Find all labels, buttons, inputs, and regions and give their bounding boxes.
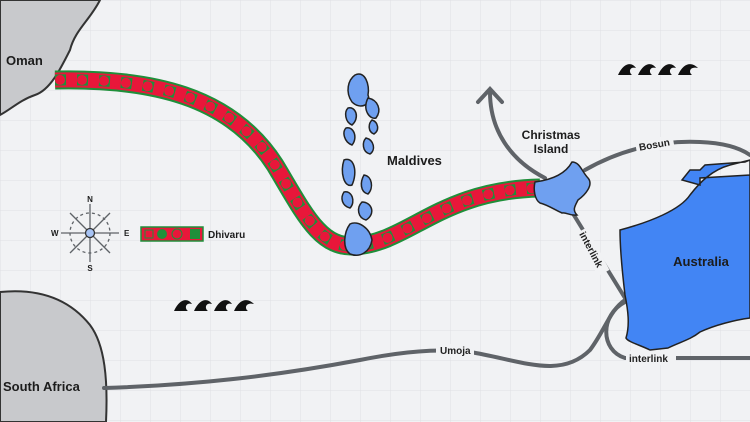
waves-icon xyxy=(174,300,254,311)
interlink-south-label: interlink xyxy=(629,354,668,365)
interlink-south-route[interactable] xyxy=(604,300,750,360)
dhivaru-cable[interactable] xyxy=(50,70,545,256)
christmas-island-landmass xyxy=(533,161,591,216)
oman-label: Oman xyxy=(6,53,43,68)
australia-landmass xyxy=(619,159,750,351)
interlink-south-label-group: interlink xyxy=(626,351,676,365)
australia-label: Australia xyxy=(673,254,729,269)
compass-w: W xyxy=(51,229,59,238)
christmas-island-label-line1: Christmas xyxy=(522,128,581,142)
maldives-islands xyxy=(341,73,380,256)
christmas-outbound-route[interactable] xyxy=(488,90,547,180)
umoja-label-group: Umoja xyxy=(436,344,474,357)
compass-e: E xyxy=(124,229,130,238)
compass-rose-icon xyxy=(61,204,119,262)
bosun-label: Bosun xyxy=(638,137,671,153)
umoja-label: Umoja xyxy=(440,346,471,357)
christmas-island-label-line2: Island xyxy=(534,142,569,156)
maldives-label: Maldives xyxy=(387,153,442,168)
oman-landmass xyxy=(0,0,102,117)
waves-icon xyxy=(618,64,698,75)
bosun-route[interactable] xyxy=(583,139,750,172)
arrow-head-icon xyxy=(476,86,504,104)
legend-dhivaru-swatch xyxy=(140,226,204,242)
bosun-label-group: Bosun xyxy=(634,134,675,155)
compass-s: S xyxy=(87,264,93,273)
south-africa-landmass xyxy=(0,290,108,422)
legend-dhivaru-label: Dhivaru xyxy=(208,230,245,241)
south-africa-label: South Africa xyxy=(3,379,81,394)
compass-n: N xyxy=(87,195,93,204)
